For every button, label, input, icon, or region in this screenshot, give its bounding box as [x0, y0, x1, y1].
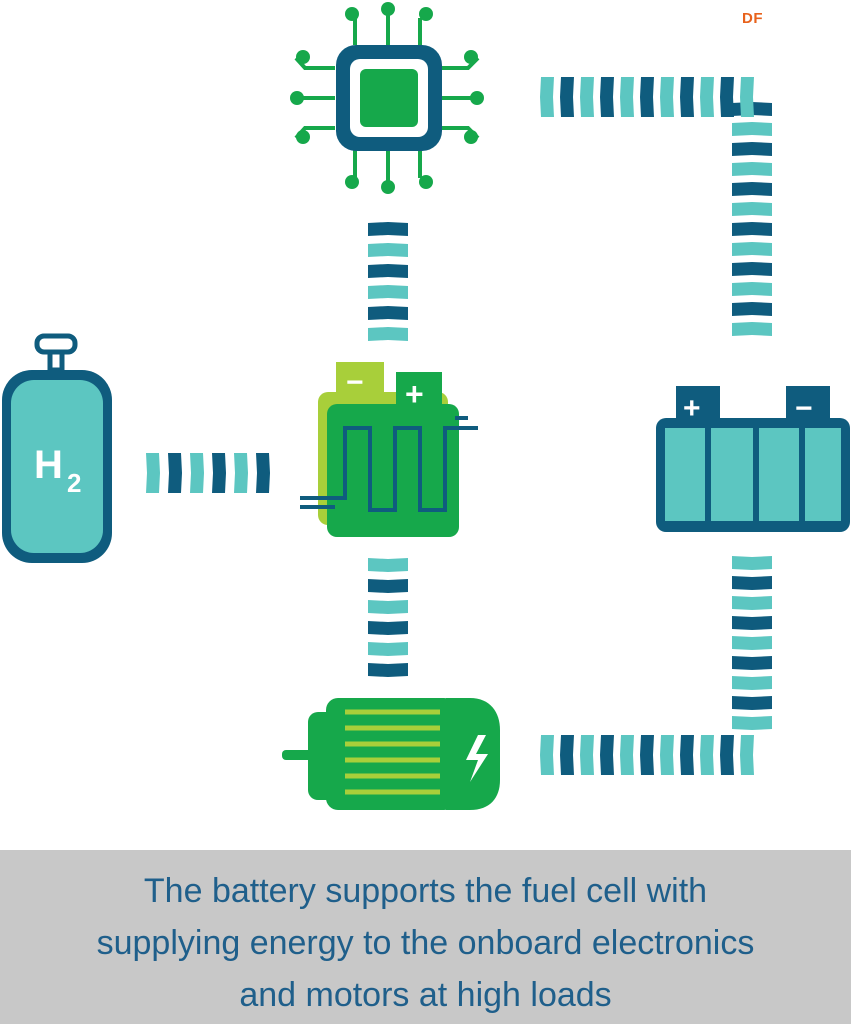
arrow-chevron-battery-to-motor: [720, 735, 734, 775]
arrow-chevron-battery-to-motor: [732, 556, 772, 570]
arrow-chevron-battery-to-motor: [700, 735, 714, 775]
electric-motor-icon: [282, 698, 500, 810]
arrow-chevron-fuelcell-to-chip: [368, 285, 408, 299]
arrow-chevron-battery-to-motor: [560, 735, 574, 775]
arrow-chevron-fuelcell-to-chip: [368, 264, 408, 278]
arrow-chevron-battery-to-motor: [620, 735, 634, 775]
arrow-chevron-fuelcell-to-motor: [368, 663, 408, 677]
arrow-chevron-battery-to-motor: [580, 735, 594, 775]
caption-band: [0, 850, 851, 1024]
arrow-chevron-fuelcell-to-chip: [368, 327, 408, 341]
arrow-chevron-battery-to-motor: [732, 616, 772, 630]
arrow-chevron-battery-to-chip: [732, 322, 772, 336]
arrow-chevron-battery-to-motor: [540, 735, 554, 775]
arrow-chevron-battery-to-motor: [660, 735, 674, 775]
arrow-chevron-battery-to-motor: [732, 716, 772, 730]
arrow-chevron-tank-to-fuelcell: [256, 453, 270, 493]
arrow-chevron-fuelcell-to-motor: [368, 642, 408, 656]
arrow-chevron-battery-to-motor: [732, 596, 772, 610]
arrow-chevron-battery-to-chip: [560, 77, 574, 117]
caption: The battery supports the fuel cell with …: [0, 865, 851, 1021]
arrow-chevron-battery-to-chip: [680, 77, 694, 117]
arrow-chevron-battery-to-motor: [600, 735, 614, 775]
arrow-chevron-battery-to-chip: [620, 77, 634, 117]
arrow-chevron-battery-to-chip: [580, 77, 594, 117]
arrow-chevron-tank-to-fuelcell: [168, 453, 182, 493]
arrow-chevron-battery-to-motor: [740, 735, 754, 775]
battery-icon: + −: [656, 386, 850, 532]
arrow-chevron-tank-to-fuelcell: [146, 453, 160, 493]
arrow-chevron-battery-to-motor: [732, 636, 772, 650]
arrow-chevron-battery-to-chip: [732, 142, 772, 156]
energy-flow-diagram: H 2 − + + −: [2, 2, 850, 810]
arrow-chevron-battery-to-motor: [732, 696, 772, 710]
fuel-cell-plus: +: [405, 376, 424, 412]
arrow-group: [146, 77, 772, 775]
arrow-chevron-battery-to-chip: [732, 222, 772, 236]
arrow-chevron-tank-to-fuelcell: [190, 453, 204, 493]
caption-line-1: The battery supports the fuel cell with: [143, 872, 708, 910]
arrow-chevron-fuelcell-to-chip: [368, 243, 408, 257]
microchip-icon: [290, 2, 484, 194]
arrow-chevron-fuelcell-to-chip: [368, 306, 408, 320]
arrow-chevron-battery-to-chip: [732, 162, 772, 176]
arrow-chevron-battery-to-motor: [732, 656, 772, 670]
arrow-chevron-battery-to-chip: [720, 77, 734, 117]
arrow-chevron-battery-to-chip: [660, 77, 674, 117]
arrow-chevron-battery-to-chip: [732, 242, 772, 256]
arrow-chevron-battery-to-chip: [740, 77, 754, 117]
arrow-chevron-battery-to-chip: [732, 202, 772, 216]
arrow-chevron-tank-to-fuelcell: [212, 453, 226, 493]
caption-line-3: and motors at high loads: [239, 976, 612, 1014]
arrow-chevron-battery-to-motor: [732, 676, 772, 690]
fuel-cell-icon: − +: [300, 362, 478, 537]
arrow-chevron-battery-to-chip: [732, 122, 772, 136]
tank-label: H: [34, 443, 63, 487]
arrow-chevron-battery-to-chip: [600, 77, 614, 117]
arrow-chevron-battery-to-chip: [732, 282, 772, 296]
tank-subscript: 2: [67, 468, 81, 498]
arrow-chevron-tank-to-fuelcell: [234, 453, 248, 493]
arrow-chevron-battery-to-motor: [680, 735, 694, 775]
arrow-chevron-battery-to-chip: [732, 262, 772, 276]
battery-minus: −: [795, 392, 813, 425]
arrow-chevron-fuelcell-to-motor: [368, 600, 408, 614]
logo: DF: [742, 10, 763, 27]
fuel-cell-minus: −: [346, 366, 364, 399]
arrow-chevron-battery-to-motor: [640, 735, 654, 775]
hydrogen-tank-icon: H 2: [2, 333, 112, 563]
arrow-chevron-battery-to-chip: [732, 302, 772, 316]
arrow-chevron-fuelcell-to-motor: [368, 579, 408, 593]
arrow-chevron-fuelcell-to-motor: [368, 621, 408, 635]
arrow-chevron-battery-to-chip: [700, 77, 714, 117]
arrow-chevron-fuelcell-to-motor: [368, 558, 408, 572]
arrow-chevron-battery-to-chip: [732, 182, 772, 196]
arrow-chevron-battery-to-motor: [732, 576, 772, 590]
caption-line-2: supplying energy to the onboard electron…: [96, 924, 755, 962]
arrow-chevron-battery-to-chip: [540, 77, 554, 117]
arrow-chevron-fuelcell-to-chip: [368, 222, 408, 236]
arrow-chevron-battery-to-chip: [640, 77, 654, 117]
battery-plus: +: [683, 392, 701, 425]
